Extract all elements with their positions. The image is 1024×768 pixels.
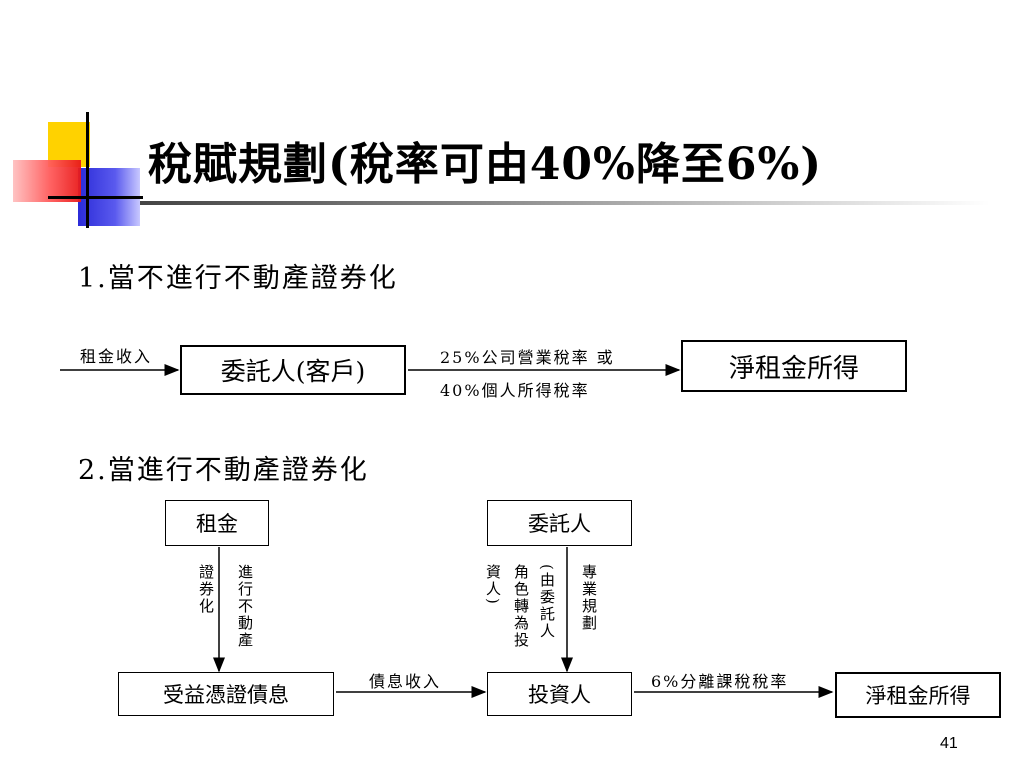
net-rent-income-box: 淨租金所得 bbox=[681, 340, 907, 392]
separate-tax-rate-label: 6%分離課稅稅率 bbox=[651, 672, 789, 691]
page-number: 41 bbox=[940, 735, 958, 752]
trustor-box: 委託人 bbox=[487, 500, 632, 546]
trustor-client-label: 委託人(客戶) bbox=[220, 357, 366, 386]
logo-yellow-square bbox=[48, 122, 90, 167]
investor-label: 投資人 bbox=[528, 683, 591, 707]
securitize-label-left: 證券化 bbox=[197, 564, 215, 615]
personal-tax-rate-label: 40%個人所得稅率 bbox=[440, 381, 590, 400]
net-rent-income-label-2: 淨租金所得 bbox=[865, 684, 971, 708]
role-label-col3: (由委託人 bbox=[538, 564, 556, 640]
trustor-client-box: 委託人(客戶) bbox=[180, 345, 406, 395]
trustor-label: 委託人 bbox=[528, 512, 591, 536]
rent-label: 租金 bbox=[196, 512, 238, 536]
beneficiary-certificate-label: 受益憑證債息 bbox=[163, 683, 289, 707]
rent-income-label: 租金收入 bbox=[80, 347, 153, 366]
professional-planning-label: 專業規劃 bbox=[580, 564, 598, 632]
slide-title: 稅賦規劃(稅率可由40%降至6%) bbox=[148, 139, 823, 190]
corporate-tax-rate-label: 25%公司營業稅率 或 bbox=[440, 348, 615, 367]
section2-heading: 2.當進行不動產證券化 bbox=[78, 455, 369, 486]
securitize-label-right: 進行不動產 bbox=[236, 564, 254, 649]
beneficiary-certificate-box: 受益憑證債息 bbox=[118, 672, 334, 716]
section1-heading: 1.當不進行不動產證券化 bbox=[78, 263, 398, 294]
net-rent-income-label: 淨租金所得 bbox=[728, 353, 859, 384]
investor-box: 投資人 bbox=[487, 672, 632, 716]
logo-red-square bbox=[13, 160, 81, 202]
interest-income-label: 債息收入 bbox=[369, 672, 442, 691]
role-label-col2: 角色轉為投 bbox=[512, 564, 530, 649]
net-rent-income-box-2: 淨租金所得 bbox=[835, 672, 1001, 718]
logo-horizontal-line bbox=[48, 196, 143, 199]
title-underline bbox=[140, 201, 990, 205]
logo-vertical-line bbox=[86, 112, 89, 228]
rent-box: 租金 bbox=[165, 500, 269, 546]
role-label-col1: 資人) bbox=[484, 564, 502, 606]
